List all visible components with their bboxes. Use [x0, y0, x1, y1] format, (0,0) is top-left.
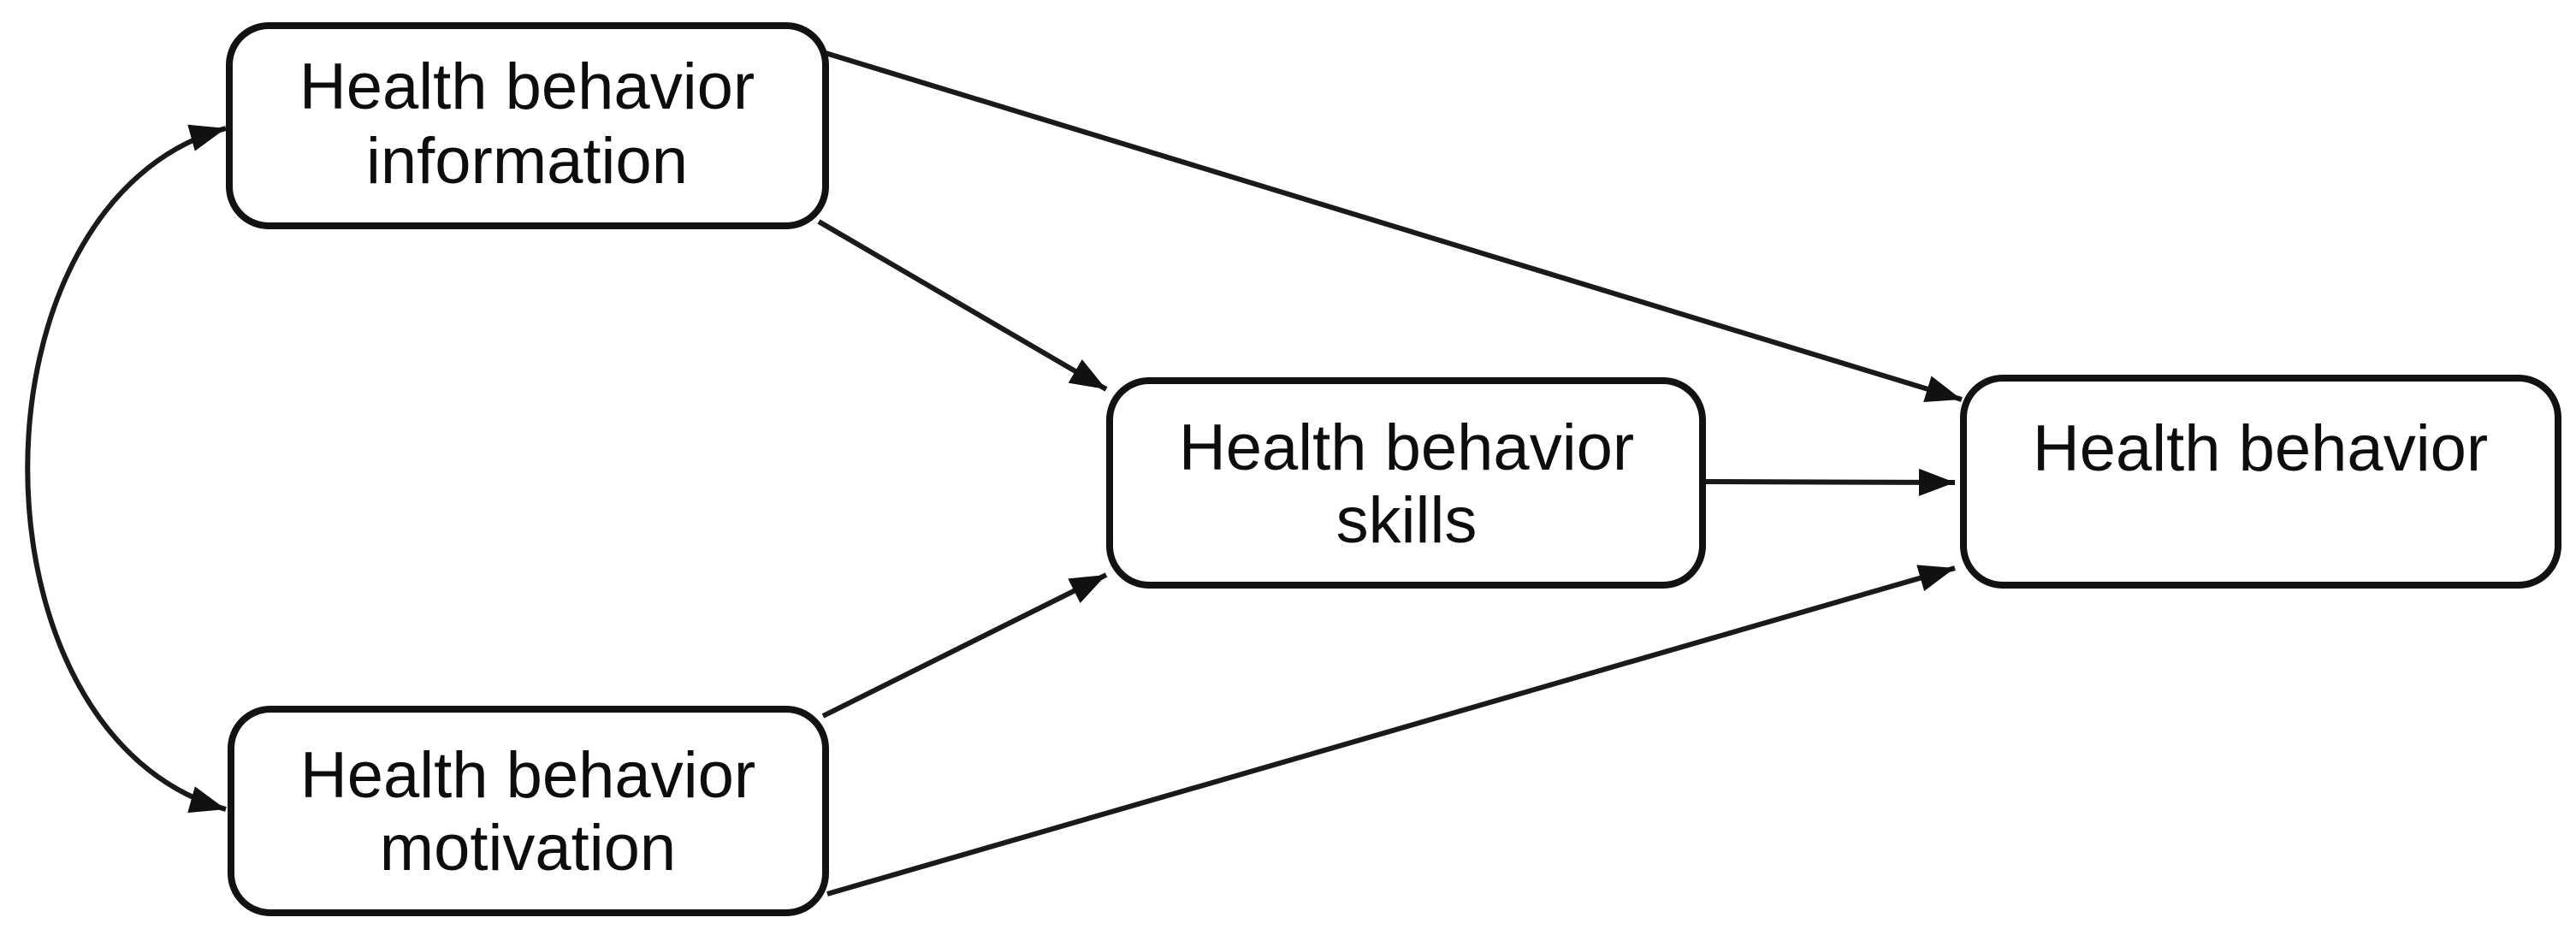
behavior-label: Health behavior	[2033, 412, 2488, 485]
arrow-motivation-skills	[821, 572, 1108, 719]
curved-double-arrow	[25, 124, 227, 814]
motivation-label-line2: motivation	[380, 812, 676, 885]
edge-information-behavior	[825, 50, 1963, 403]
arrow-motivation-behavior	[826, 565, 1956, 897]
skills-label-line1: Health behavior	[1179, 411, 1634, 484]
behavior-box	[1960, 375, 2561, 589]
edge-information-motivation	[25, 124, 227, 814]
information-label-line1: Health behavior	[299, 50, 755, 123]
node-information: Health behavior information	[226, 22, 829, 229]
skills-box	[1106, 377, 1706, 589]
edge-motivation-behavior	[826, 565, 1956, 897]
skills-label-line2: skills	[1336, 484, 1477, 557]
information-box	[226, 22, 829, 229]
node-behavior: Health behavior	[1960, 375, 2561, 589]
edge-information-skills	[817, 219, 1108, 392]
edge-motivation-skills	[821, 572, 1108, 719]
node-skills: Health behavior skills	[1106, 377, 1706, 589]
information-label-line2: information	[366, 125, 688, 198]
arrow-information-behavior	[825, 50, 1963, 403]
motivation-box	[228, 706, 829, 916]
arrow-information-skills	[817, 219, 1108, 392]
motivation-label-line1: Health behavior	[300, 739, 755, 812]
node-motivation: Health behavior motivation	[228, 706, 829, 916]
